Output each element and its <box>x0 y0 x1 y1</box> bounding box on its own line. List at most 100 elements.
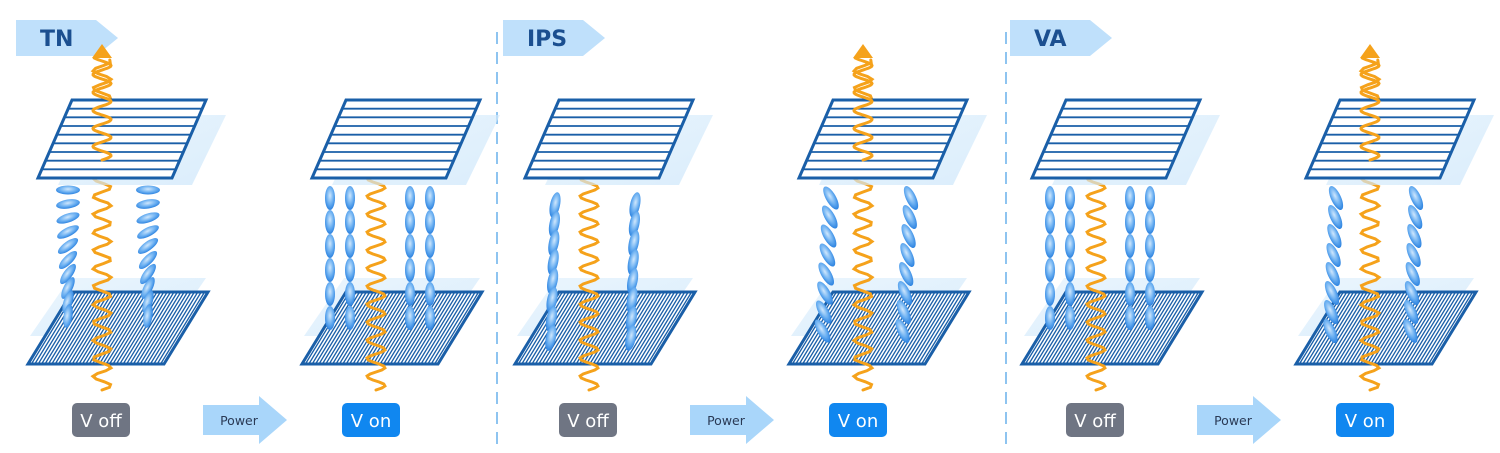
power-arrow-label: Power <box>220 413 259 428</box>
polarizer-line <box>1130 291 1176 365</box>
liquid-crystal-molecule <box>60 263 76 285</box>
liquid-crystal-molecule <box>1145 282 1155 306</box>
polarizer-line <box>342 291 388 365</box>
power-arrow-label: Power <box>1214 413 1253 428</box>
liquid-crystal-molecule <box>547 268 559 294</box>
liquid-crystal-molecule <box>62 290 74 314</box>
polarizer-line <box>1414 291 1460 365</box>
polarizer-line <box>626 291 672 365</box>
polarizer-line <box>1356 291 1402 365</box>
polarizer-line <box>149 291 195 365</box>
polarizer-line <box>630 291 676 365</box>
polarizer-line <box>318 291 364 365</box>
liquid-crystal-molecule <box>1145 234 1155 258</box>
liquid-crystal-molecule <box>136 185 160 195</box>
polarizer-line <box>647 291 693 365</box>
liquid-crystal-molecule <box>325 186 335 210</box>
liquid-crystal-layer <box>1045 186 1155 330</box>
polarizer-line <box>1411 291 1457 365</box>
polarizer-line <box>619 291 665 365</box>
polarizer-line <box>1058 291 1104 365</box>
liquid-crystal-molecule <box>899 262 914 286</box>
polarizer-line <box>1421 291 1467 365</box>
polarizer-line <box>1312 291 1358 365</box>
polarizer-line <box>119 291 165 365</box>
polarizer-line <box>146 291 192 365</box>
polarizer-line <box>64 291 110 365</box>
polarizer-line <box>88 291 134 365</box>
polarizer-line <box>345 291 391 365</box>
polarizer-line <box>413 291 459 365</box>
polarizer-line <box>917 291 963 365</box>
status-badge-label: V on <box>838 411 878 432</box>
liquid-crystal-molecule <box>902 205 917 229</box>
light-wave <box>1359 56 1381 162</box>
power-arrow-icon <box>690 396 774 444</box>
polarizer-line <box>156 291 202 365</box>
liquid-crystal-molecule <box>325 234 335 258</box>
status-badge <box>829 403 887 437</box>
polarizer-line <box>430 291 476 365</box>
liquid-crystal-molecule <box>345 186 355 210</box>
liquid-crystal-molecule <box>63 304 73 328</box>
polarizer-line <box>640 291 686 365</box>
polarizer-line <box>579 291 625 365</box>
polarizer-line <box>1120 291 1166 365</box>
liquid-crystal-molecule <box>425 234 435 258</box>
liquid-crystal-molecule <box>1125 306 1135 330</box>
liquid-crystal-molecule <box>1326 243 1341 267</box>
polarizer-line <box>558 291 604 365</box>
polarizer-line <box>37 291 83 365</box>
liquid-crystal-layer <box>1323 186 1424 343</box>
liquid-crystal-molecule <box>1045 186 1055 210</box>
polarizer-line <box>61 291 107 365</box>
polarizer-line <box>427 291 473 365</box>
liquid-crystal-molecule <box>1125 258 1135 282</box>
polarizer-line <box>136 291 182 365</box>
liquid-crystal-molecule <box>627 268 639 294</box>
polarizer-line <box>1397 291 1443 365</box>
liquid-crystal-molecule <box>138 250 158 270</box>
liquid-crystal-molecule <box>56 185 80 195</box>
polarizer-line <box>403 291 449 365</box>
liquid-crystal-molecule <box>895 319 910 343</box>
polarizer-line <box>643 291 689 365</box>
polarizer-line <box>75 291 121 365</box>
polarizer-line <box>1116 291 1162 365</box>
polarizer-line <box>1041 291 1087 365</box>
liquid-crystal-molecule <box>325 282 335 306</box>
liquid-crystal-molecule <box>325 306 335 330</box>
liquid-crystal-molecule <box>1045 258 1055 282</box>
polarizer-line <box>434 291 480 365</box>
polarizer-line <box>914 291 960 365</box>
liquid-crystal-molecule <box>345 282 355 306</box>
liquid-crystal-molecule <box>545 306 557 332</box>
polarizer-line <box>555 291 601 365</box>
polarizer-line <box>534 291 580 365</box>
polarizer-line <box>400 291 446 365</box>
liquid-crystal-molecule <box>345 306 355 330</box>
polarizer-line <box>41 291 87 365</box>
liquid-crystal-molecule <box>1045 210 1055 234</box>
liquid-crystal-molecule <box>57 238 79 254</box>
liquid-crystal-molecule <box>629 192 641 218</box>
liquid-crystal-molecule <box>137 225 159 239</box>
polarizer-line <box>1339 291 1385 365</box>
polarizer-line <box>1404 291 1450 365</box>
liquid-crystal-layer <box>56 185 160 328</box>
liquid-crystal-molecule <box>626 287 638 313</box>
polarizer-plate <box>1303 98 1477 180</box>
light-wave-arrow-icon <box>853 44 873 58</box>
liquid-crystal-molecule <box>818 262 835 286</box>
liquid-crystal-molecule <box>1125 282 1135 306</box>
liquid-crystal-molecule <box>405 282 415 306</box>
liquid-crystal-molecule <box>405 258 415 282</box>
liquid-crystal-molecule <box>405 186 415 210</box>
polarizer-line <box>1394 291 1440 365</box>
liquid-crystal-molecule <box>425 210 435 234</box>
liquid-crystal-molecule <box>136 212 160 224</box>
polarizer-line <box>1336 291 1382 365</box>
liquid-crystal-molecule <box>58 250 78 270</box>
